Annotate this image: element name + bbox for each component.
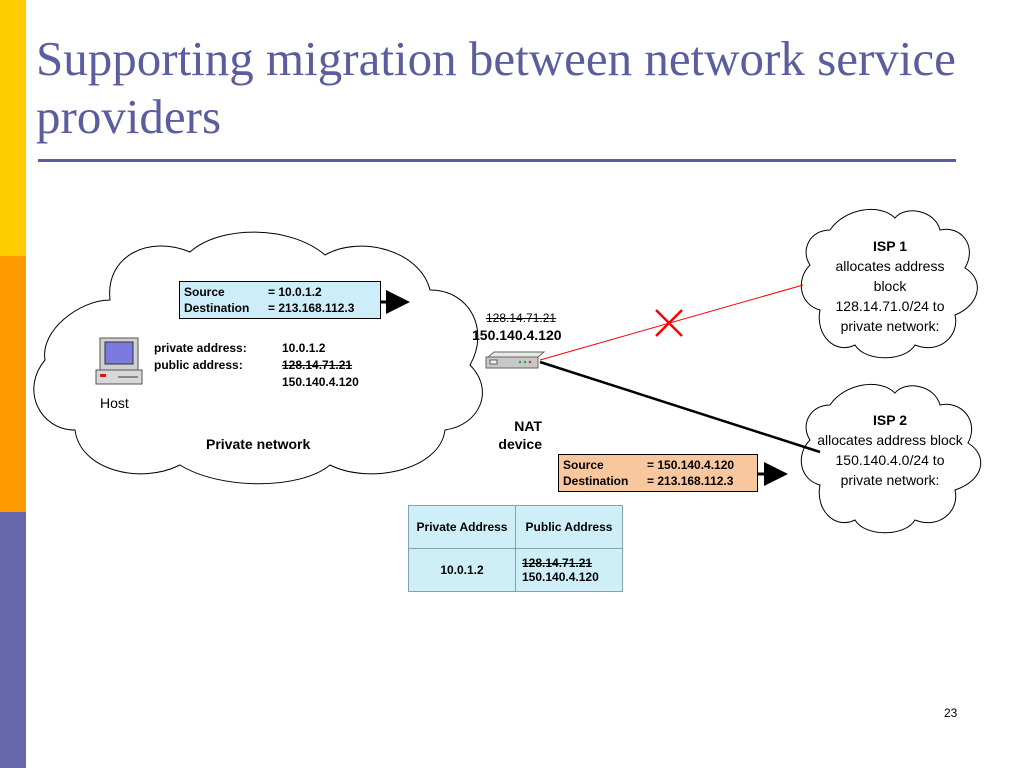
source-key: Source — [563, 458, 604, 472]
host-computer-icon — [95, 337, 143, 385]
public-packet-header: Source = 150.140.4.120 Destination = 213.1… — [558, 454, 758, 492]
broken-link-mark — [655, 309, 683, 337]
isp1-name: ISP 1 — [873, 238, 907, 254]
isp2-cloud — [800, 383, 982, 534]
isp1-text: ISP 1 allocates address block 128.14.71.… — [806, 236, 974, 336]
sidebar-band-orange — [0, 256, 26, 512]
private-address-label: private address: — [154, 341, 247, 355]
sidebar-band-purple — [0, 512, 26, 768]
host-label: Host — [100, 395, 129, 411]
public-address-old: 128.14.71.21 — [282, 358, 353, 372]
table-cell-public: 128.14.71.21 150.140.4.120 — [515, 548, 623, 592]
public-address-new: 150.140.4.120 — [282, 375, 359, 389]
source-value: = 150.140.4.120 — [647, 458, 735, 472]
table-header-row: Private Address Public Address — [408, 505, 623, 549]
table-header-private: Private Address — [408, 505, 516, 549]
isp2-line2: 150.140.4.0/24 to — [835, 452, 945, 468]
nat-mapping-table: Private Address Public Address 10.0.1.2 … — [408, 505, 623, 592]
destination-value: = 213.168.112.3 — [647, 474, 734, 488]
sidebar-band-yellow — [0, 0, 26, 256]
page-number: 23 — [944, 706, 958, 720]
table-public-new: 150.140.4.120 — [522, 570, 599, 584]
table-row: 10.0.1.2 128.14.71.21 150.140.4.120 — [408, 548, 623, 592]
destination-value: = 213.168.112.3 — [268, 301, 355, 315]
nat-label-line2: device — [498, 436, 542, 452]
isp2-text: ISP 2 allocates address block 150.140.4.… — [800, 410, 980, 490]
host-address-labels: private address: public address: — [154, 340, 247, 374]
source-key: Source — [184, 285, 225, 299]
isp1-line1: allocates address — [835, 258, 945, 274]
isp1-line2: block — [873, 278, 907, 294]
table-header-public: Public Address — [515, 505, 623, 549]
table-public-old: 128.14.71.21 — [522, 556, 593, 570]
isp2-line3: private network: — [840, 472, 940, 488]
isp2-line1: allocates address block — [817, 432, 963, 448]
public-address-label: public address: — [154, 358, 243, 372]
private-network-label: Private network — [206, 436, 311, 452]
private-address-value: 10.0.1.2 — [282, 341, 326, 355]
nat-old-ip: 128.14.71.21 — [486, 311, 557, 325]
nat-new-ip: 150.140.4.120 — [472, 327, 562, 343]
slide-title: Supporting migration between network ser… — [36, 31, 956, 144]
nat-device-label: NAT device — [480, 417, 542, 453]
destination-key: Destination — [184, 301, 250, 315]
destination-key: Destination — [563, 474, 629, 488]
title-underline — [38, 159, 956, 162]
isp1-line4: private network: — [840, 318, 940, 334]
isp1-cloud — [800, 208, 978, 359]
isp2-name: ISP 2 — [873, 412, 907, 428]
isp1-line3: 128.14.71.0/24 to — [835, 298, 945, 314]
isp2-link — [539, 360, 821, 454]
nat-router-icon — [485, 351, 546, 369]
nat-label-line1: NAT — [514, 418, 542, 434]
source-value: = 10.0.1.2 — [268, 285, 322, 299]
host-address-values: 10.0.1.2 128.14.71.21 150.140.4.120 — [282, 340, 359, 391]
sidebar-decoration — [0, 0, 26, 768]
table-cell-private: 10.0.1.2 — [408, 548, 516, 592]
isp1-link — [539, 284, 804, 361]
private-packet-header: Source = 10.0.1.2 Destination = 213.168.11… — [179, 281, 381, 319]
